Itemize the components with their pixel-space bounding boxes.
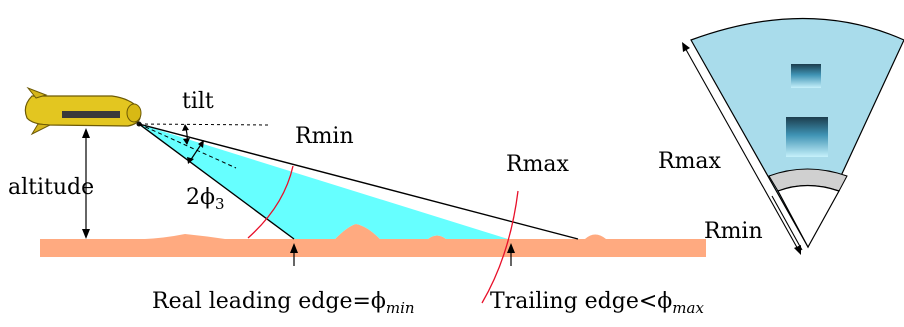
altitude-arrowhead-top — [82, 128, 90, 138]
seabed — [40, 224, 706, 257]
trailing-edge-arrowhead — [507, 243, 515, 253]
beam-far-edge — [138, 123, 579, 240]
tilt-arrowhead-top — [182, 124, 189, 131]
echo-target-small — [791, 64, 821, 88]
leading-edge-label-main: Real leading edge=ϕ — [152, 289, 386, 314]
beam-near-edge — [138, 123, 295, 240]
fan-inner-boundary — [777, 184, 840, 249]
fan-range-arrow — [683, 45, 800, 252]
rmin-label: Rmin — [295, 124, 354, 149]
horizontal-reference-line — [138, 123, 271, 126]
echo-target-large — [786, 117, 828, 157]
auv-fin-top — [26, 86, 48, 99]
trailing-edge-label: Trailing edge<ϕmax — [490, 289, 704, 317]
trailing-edge-label-sub: max — [672, 299, 704, 317]
rmax-range-arc — [481, 190, 519, 304]
beamwidth-label: 2ϕ3 — [186, 185, 225, 213]
fan-rmin-label: Rmin — [704, 219, 763, 244]
leading-edge-arrowhead — [290, 243, 298, 253]
trailing-edge-label-main: Trailing edge<ϕ — [490, 289, 672, 314]
beam-axis-line — [138, 123, 237, 169]
altitude-arrowhead-bottom — [82, 229, 90, 239]
tilt-arrowhead-bottom — [183, 138, 190, 145]
auv-vehicle — [24, 86, 142, 136]
beamwidth-arrowhead-bottom — [187, 157, 194, 164]
fan-range-arrowhead-top — [682, 42, 690, 52]
rmax-label: Rmax — [506, 152, 570, 177]
sonar-image-fan — [682, 17, 904, 255]
auv-head — [126, 103, 142, 123]
fan-range-arrowhead-bottom — [794, 245, 801, 255]
beamwidth-label-main: 2ϕ — [186, 185, 215, 210]
beamwidth-arrowhead-top — [198, 140, 204, 148]
leading-edge-label: Real leading edge=ϕmin — [152, 289, 415, 317]
leading-edge-label-sub: min — [386, 299, 415, 317]
tilt-label: tilt — [182, 89, 214, 114]
beamwidth-label-sub: 3 — [215, 195, 225, 213]
sonar-beam — [139, 124, 508, 239]
rmin-range-arc — [247, 165, 294, 239]
fan-rmax-label: Rmax — [658, 149, 722, 174]
altitude-label: altitude — [8, 175, 94, 200]
auv-fin-bottom — [30, 123, 52, 136]
auv-stripe — [62, 111, 120, 118]
fan-rmin-arrow — [771, 195, 803, 251]
